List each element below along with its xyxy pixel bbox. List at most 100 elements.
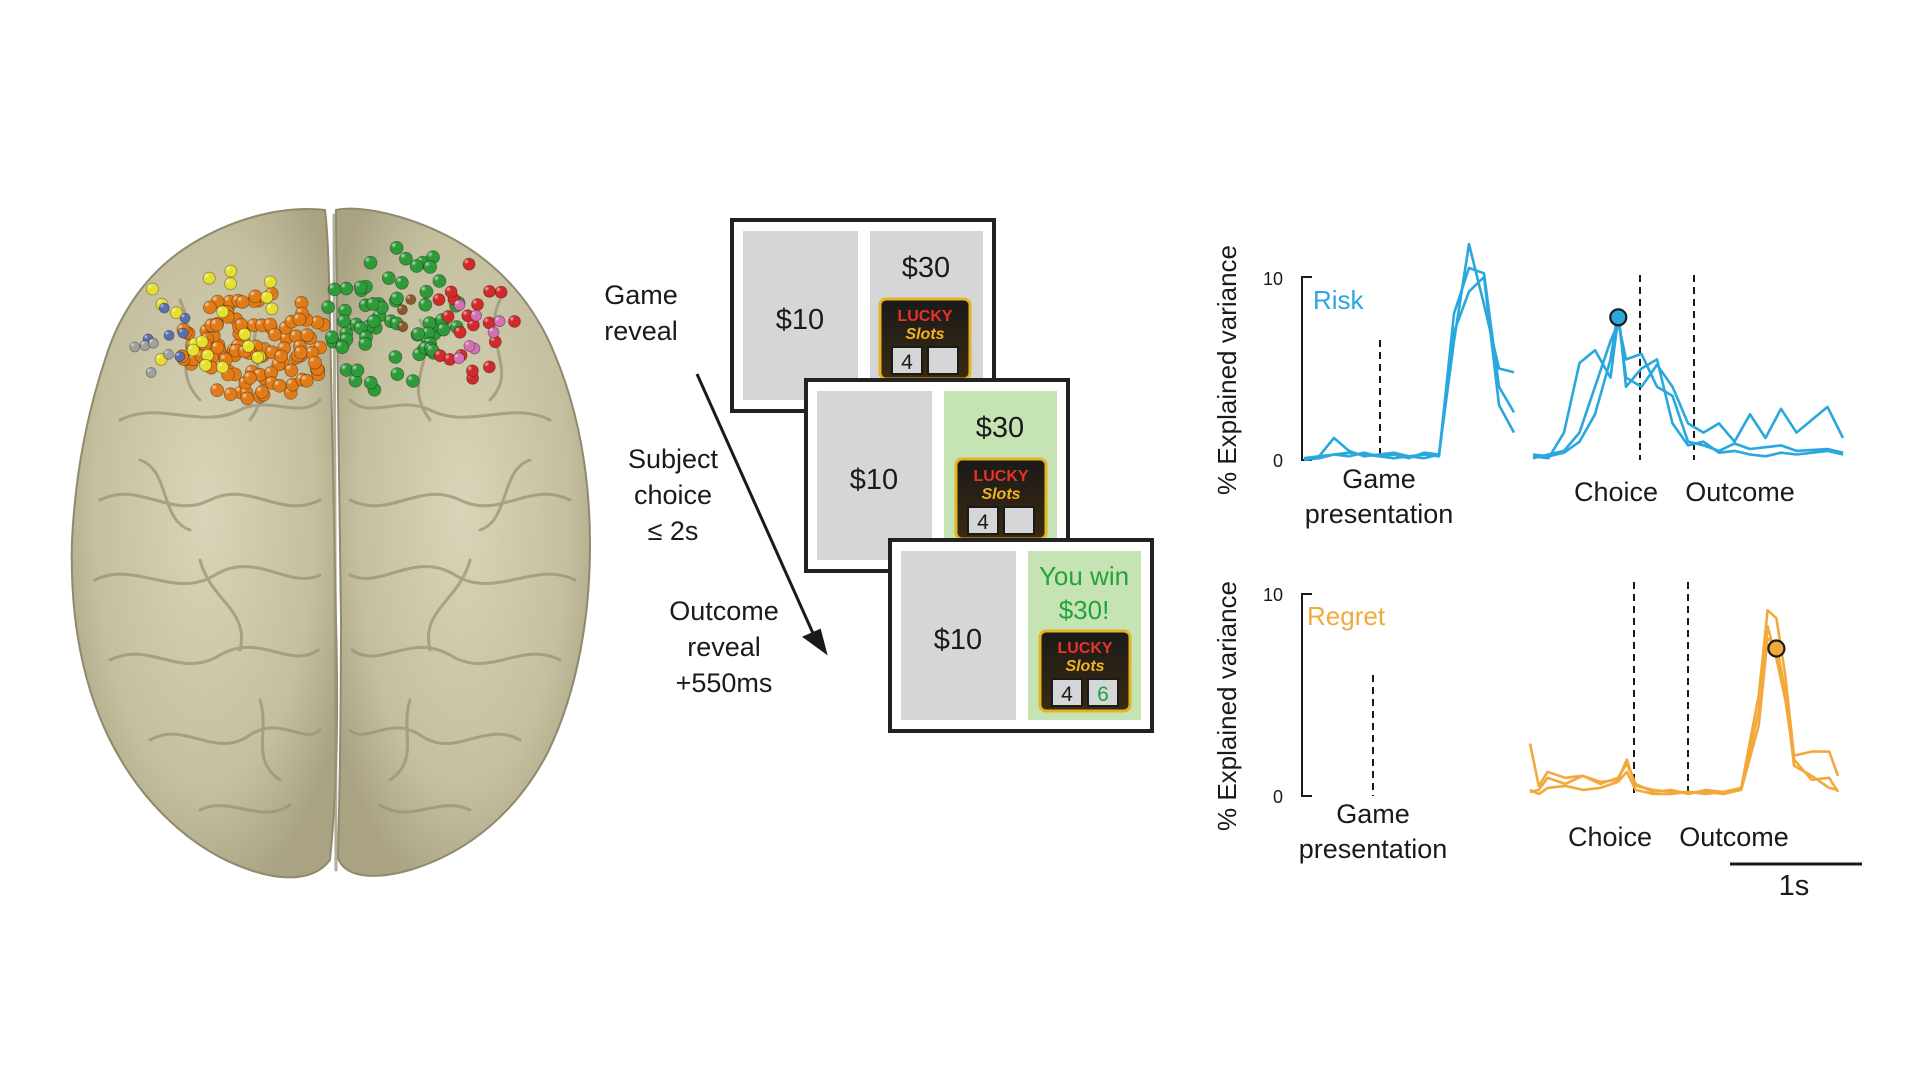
electrode-dot-highlight <box>301 329 309 337</box>
electrode-dot-highlight <box>484 361 491 369</box>
electrode-dot-highlight <box>341 364 349 372</box>
label-outcome-reveal-3: +550ms <box>676 668 773 698</box>
electrode-dot-highlight <box>367 298 375 306</box>
regret-ytick-10: 10 <box>1263 585 1283 605</box>
electrode-dot-highlight <box>436 314 444 322</box>
electrode-dot-highlight <box>217 306 225 314</box>
electrode-dot-highlight <box>424 261 432 269</box>
electrode-dot-highlight <box>164 331 171 337</box>
electrode-dot-highlight <box>454 300 461 307</box>
electrode-dot-highlight <box>407 375 415 383</box>
electrode-dot-highlight <box>311 316 319 324</box>
electrode-dot-highlight <box>197 336 204 344</box>
electrode-dot-highlight <box>265 367 273 375</box>
electrode-dot-highlight <box>278 342 286 350</box>
electrode-dot-highlight <box>244 372 252 380</box>
safe-amount: $10 <box>934 624 982 656</box>
electrode-dot-highlight <box>468 319 475 327</box>
screen-subject-choice: $10 $30 LUCKY Slots 4 <box>804 378 1070 573</box>
electrode-dot-highlight <box>494 316 501 323</box>
regret-xlabel-choice: Choice <box>1568 822 1652 852</box>
electrode-dot-highlight <box>252 352 260 359</box>
risk-series-line <box>1532 321 1844 460</box>
electrode-dot-highlight <box>241 392 249 401</box>
electrode-dot-highlight <box>398 322 405 329</box>
electrode-dot-highlight <box>146 368 153 374</box>
risk-y-axis <box>1301 276 1312 461</box>
regret-xlabel-game-1: Game <box>1336 799 1410 829</box>
electrode-dot-highlight <box>266 303 274 311</box>
electrode-dot-highlight <box>340 282 348 291</box>
electrode-dot-highlight <box>293 313 302 322</box>
electrode-dot-highlight <box>424 317 432 325</box>
electrode-dot-highlight <box>351 364 360 372</box>
electrode-dot-highlight <box>400 253 408 261</box>
electrode-dot-highlight <box>225 278 233 286</box>
regret-ylabel: % Explained variance <box>1212 581 1242 831</box>
label-game-reveal-1: Game <box>604 280 678 310</box>
electrode-dot-highlight <box>427 345 435 353</box>
risk-xlabel-outcome: Outcome <box>1685 477 1795 507</box>
slot-logo-lucky: LUCKY <box>897 308 952 325</box>
electrode-dot-highlight <box>398 305 404 312</box>
electrode-dot-highlight <box>224 296 232 304</box>
electrode-dot-highlight <box>396 277 404 285</box>
electrode-dot-highlight <box>389 351 398 359</box>
electrode-dot-highlight <box>217 362 224 369</box>
slot-digit-1: 4 <box>977 511 989 534</box>
electrode-dot-highlight <box>391 242 399 250</box>
electrode-dot-highlight <box>280 332 288 341</box>
electrode-dot-highlight <box>180 313 187 320</box>
electrode-dot-highlight <box>274 380 282 388</box>
risk-series-line <box>1532 308 1844 458</box>
slot-logo-slots: Slots <box>905 326 944 343</box>
electrode-dot-highlight <box>411 260 419 268</box>
electrode-dot-highlight <box>444 354 452 361</box>
brain-illustration <box>70 207 592 879</box>
electrode-dot-highlight <box>446 286 453 294</box>
electrode-dot-highlight <box>149 338 155 345</box>
electrode-dot-highlight <box>438 324 446 332</box>
win-message-1: You win <box>1039 561 1129 591</box>
timeline-arrowhead <box>802 628 828 656</box>
electrode-dot-highlight <box>264 319 272 327</box>
electrode-dot-highlight <box>314 342 322 350</box>
electrode-dot-highlight <box>140 341 147 347</box>
electrode-dot-highlight <box>189 338 197 346</box>
electrode-dot-highlight <box>385 315 393 323</box>
electrode-dot-highlight <box>435 350 442 358</box>
electrode-dot-highlight <box>275 350 283 358</box>
label-outcome-reveal-1: Outcome <box>669 596 779 626</box>
electrode-dot-highlight <box>220 354 228 362</box>
electrode-dot-highlight <box>365 377 373 385</box>
electrode-dot-highlight <box>355 322 363 330</box>
gamble-amount: $30 <box>902 252 950 284</box>
electrode-dot-highlight <box>454 353 461 360</box>
risk-xlabel-game-1: Game <box>1342 464 1416 494</box>
electrode-dot-highlight <box>235 319 243 327</box>
electrode-dot-highlight <box>455 327 462 334</box>
electrode-dot-highlight <box>488 327 495 334</box>
risk-series-line <box>1532 316 1845 460</box>
electrode-dot-highlight <box>130 342 137 349</box>
label-outcome-reveal-2: reveal <box>687 632 761 662</box>
slot-machine-icon: LUCKY Slots 4 <box>878 297 972 381</box>
electrode-dot-highlight <box>246 366 254 374</box>
regret-peak-marker <box>1767 639 1786 658</box>
risk-xlabel-choice: Choice <box>1574 477 1658 507</box>
electrode-dot-highlight <box>443 311 450 318</box>
slot-logo-lucky: LUCKY <box>973 468 1028 485</box>
electrode-dot-highlight <box>496 287 503 294</box>
electrode-dot-highlight <box>204 273 211 280</box>
brain-sulci <box>93 213 577 872</box>
electrode-dot-highlight <box>306 347 314 355</box>
electrode-dot-highlight <box>211 319 219 327</box>
electrode-dot-highlight <box>147 283 154 291</box>
electrode-dot-highlight <box>295 347 303 355</box>
timeline-arrow <box>695 373 818 641</box>
electrode-dot-highlight <box>285 316 294 324</box>
electrode-dot-highlight <box>243 341 250 348</box>
electrode-dot-highlight <box>290 330 298 338</box>
electrode-dot-highlight <box>212 342 220 350</box>
electrode-dot-highlight <box>230 345 238 353</box>
